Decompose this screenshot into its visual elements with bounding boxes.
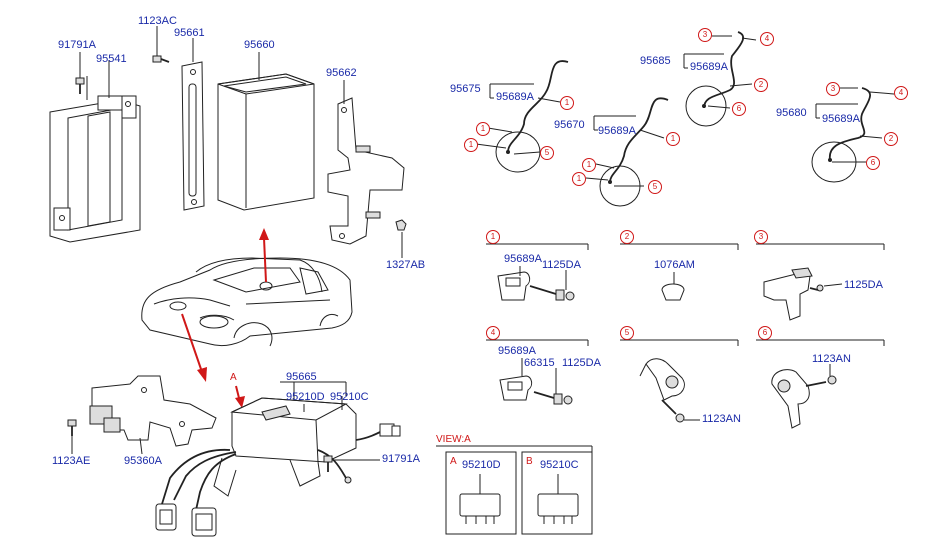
label-view-95210D: 95210D	[462, 459, 501, 471]
label-95670: 95670	[554, 119, 585, 131]
screw-1123AE	[67, 419, 77, 454]
label-91791A-bottom: 91791A	[382, 453, 420, 465]
detail-1-clip	[497, 266, 575, 301]
view-a-letter-b: B	[526, 456, 533, 467]
detail-callout-5: 5	[620, 326, 634, 340]
label-1327AB: 1327AB	[386, 259, 426, 271]
sensor-95680	[811, 87, 895, 183]
label-detail3-1125DA: 1125DA	[844, 279, 883, 291]
view-a-title: VIEW:A	[436, 434, 471, 445]
connector-left	[155, 503, 177, 531]
screw-1123AC	[152, 26, 170, 63]
callout-4-a: 4	[760, 32, 774, 46]
label-95675: 95675	[450, 83, 481, 95]
relay-95210D	[459, 474, 501, 524]
detail-callout-4: 4	[486, 326, 500, 340]
connector-right	[191, 507, 217, 537]
label-view-95210C: 95210C	[540, 459, 579, 471]
sensor-95685	[683, 31, 757, 127]
callout-6-a: 6	[732, 102, 746, 116]
label-95689A-c: 95689A	[690, 61, 728, 73]
label-95210D-main: 95210D	[286, 391, 325, 403]
label-95689A-b: 95689A	[598, 125, 636, 137]
label-detail5-1123AN: 1123AN	[702, 413, 741, 425]
detail-section-lines	[486, 243, 885, 346]
sensor-95675	[475, 60, 569, 173]
callout-3-a: 3	[698, 28, 712, 42]
detail-callout-2: 2	[620, 230, 634, 244]
callout-6-b: 6	[866, 156, 880, 170]
label-95662: 95662	[326, 67, 357, 79]
detail-3-bracket	[763, 267, 843, 321]
detail-callout-3: 3	[754, 230, 768, 244]
label-95360A: 95360A	[124, 455, 162, 467]
label-95685: 95685	[640, 55, 671, 67]
wiring-harness	[155, 423, 401, 537]
label-95665: 95665	[286, 371, 317, 383]
label-detail2-1076AM: 1076AM	[654, 259, 695, 271]
view-a-letter-a: A	[450, 456, 457, 467]
relay-box-95665	[213, 381, 357, 497]
label-detail4-95689A: 95689A	[498, 345, 536, 357]
callout-1-e: 1	[582, 158, 596, 172]
callout-2-a: 2	[754, 78, 768, 92]
arrow-letter-a: A	[230, 372, 237, 383]
callout-4-b: 4	[894, 86, 908, 100]
label-91791A-top: 91791A	[58, 39, 96, 51]
label-detail4-1125DA: 1125DA	[562, 357, 601, 369]
callout-5-a: 5	[540, 146, 554, 160]
callout-1-d: 1	[666, 132, 680, 146]
label-95661: 95661	[174, 27, 205, 39]
nut-1327AB	[395, 219, 407, 258]
label-95680: 95680	[776, 107, 807, 119]
callout-5-b: 5	[648, 180, 662, 194]
label-detail1-95689A: 95689A	[504, 253, 542, 265]
label-95689A-a: 95689A	[496, 91, 534, 103]
detail-5-sensor-mount	[639, 358, 700, 423]
callout-1-a: 1	[560, 96, 574, 110]
callout-3-b: 3	[826, 82, 840, 96]
label-1123AC: 1123AC	[138, 15, 177, 27]
callout-1-b: 1	[476, 122, 490, 136]
screw-91791A	[75, 52, 85, 94]
label-95210C-main: 95210C	[330, 391, 369, 403]
ecu-95660	[217, 52, 315, 211]
detail-6-sensor-mount	[771, 364, 837, 429]
label-detail4-66315: 66315	[524, 357, 555, 369]
bracket-strip-95661	[181, 38, 205, 211]
ecu-bracket-95541	[49, 60, 141, 243]
label-95541: 95541	[96, 53, 127, 65]
sensor-95670	[585, 97, 669, 207]
label-95660: 95660	[244, 39, 275, 51]
label-1123AE: 1123AE	[52, 455, 91, 467]
location-arrows	[181, 228, 269, 408]
detail-2-grommet	[661, 272, 685, 301]
label-detail1-1125DA: 1125DA	[542, 259, 581, 271]
label-95689A-d: 95689A	[822, 113, 860, 125]
callout-1-f: 1	[572, 172, 586, 186]
label-detail6-1123AN: 1123AN	[812, 353, 851, 365]
bracket-95360A	[89, 375, 217, 455]
screw-harness	[323, 455, 380, 472]
view-a-box	[436, 445, 593, 535]
detail-callout-6: 6	[758, 326, 772, 340]
detail-4-clip	[499, 358, 573, 405]
callout-1-c: 1	[464, 138, 478, 152]
bracket-95662	[327, 80, 405, 245]
detail-callout-1: 1	[486, 230, 500, 244]
callout-2-b: 2	[884, 132, 898, 146]
relay-95210C	[537, 474, 579, 524]
car-body	[141, 257, 353, 347]
